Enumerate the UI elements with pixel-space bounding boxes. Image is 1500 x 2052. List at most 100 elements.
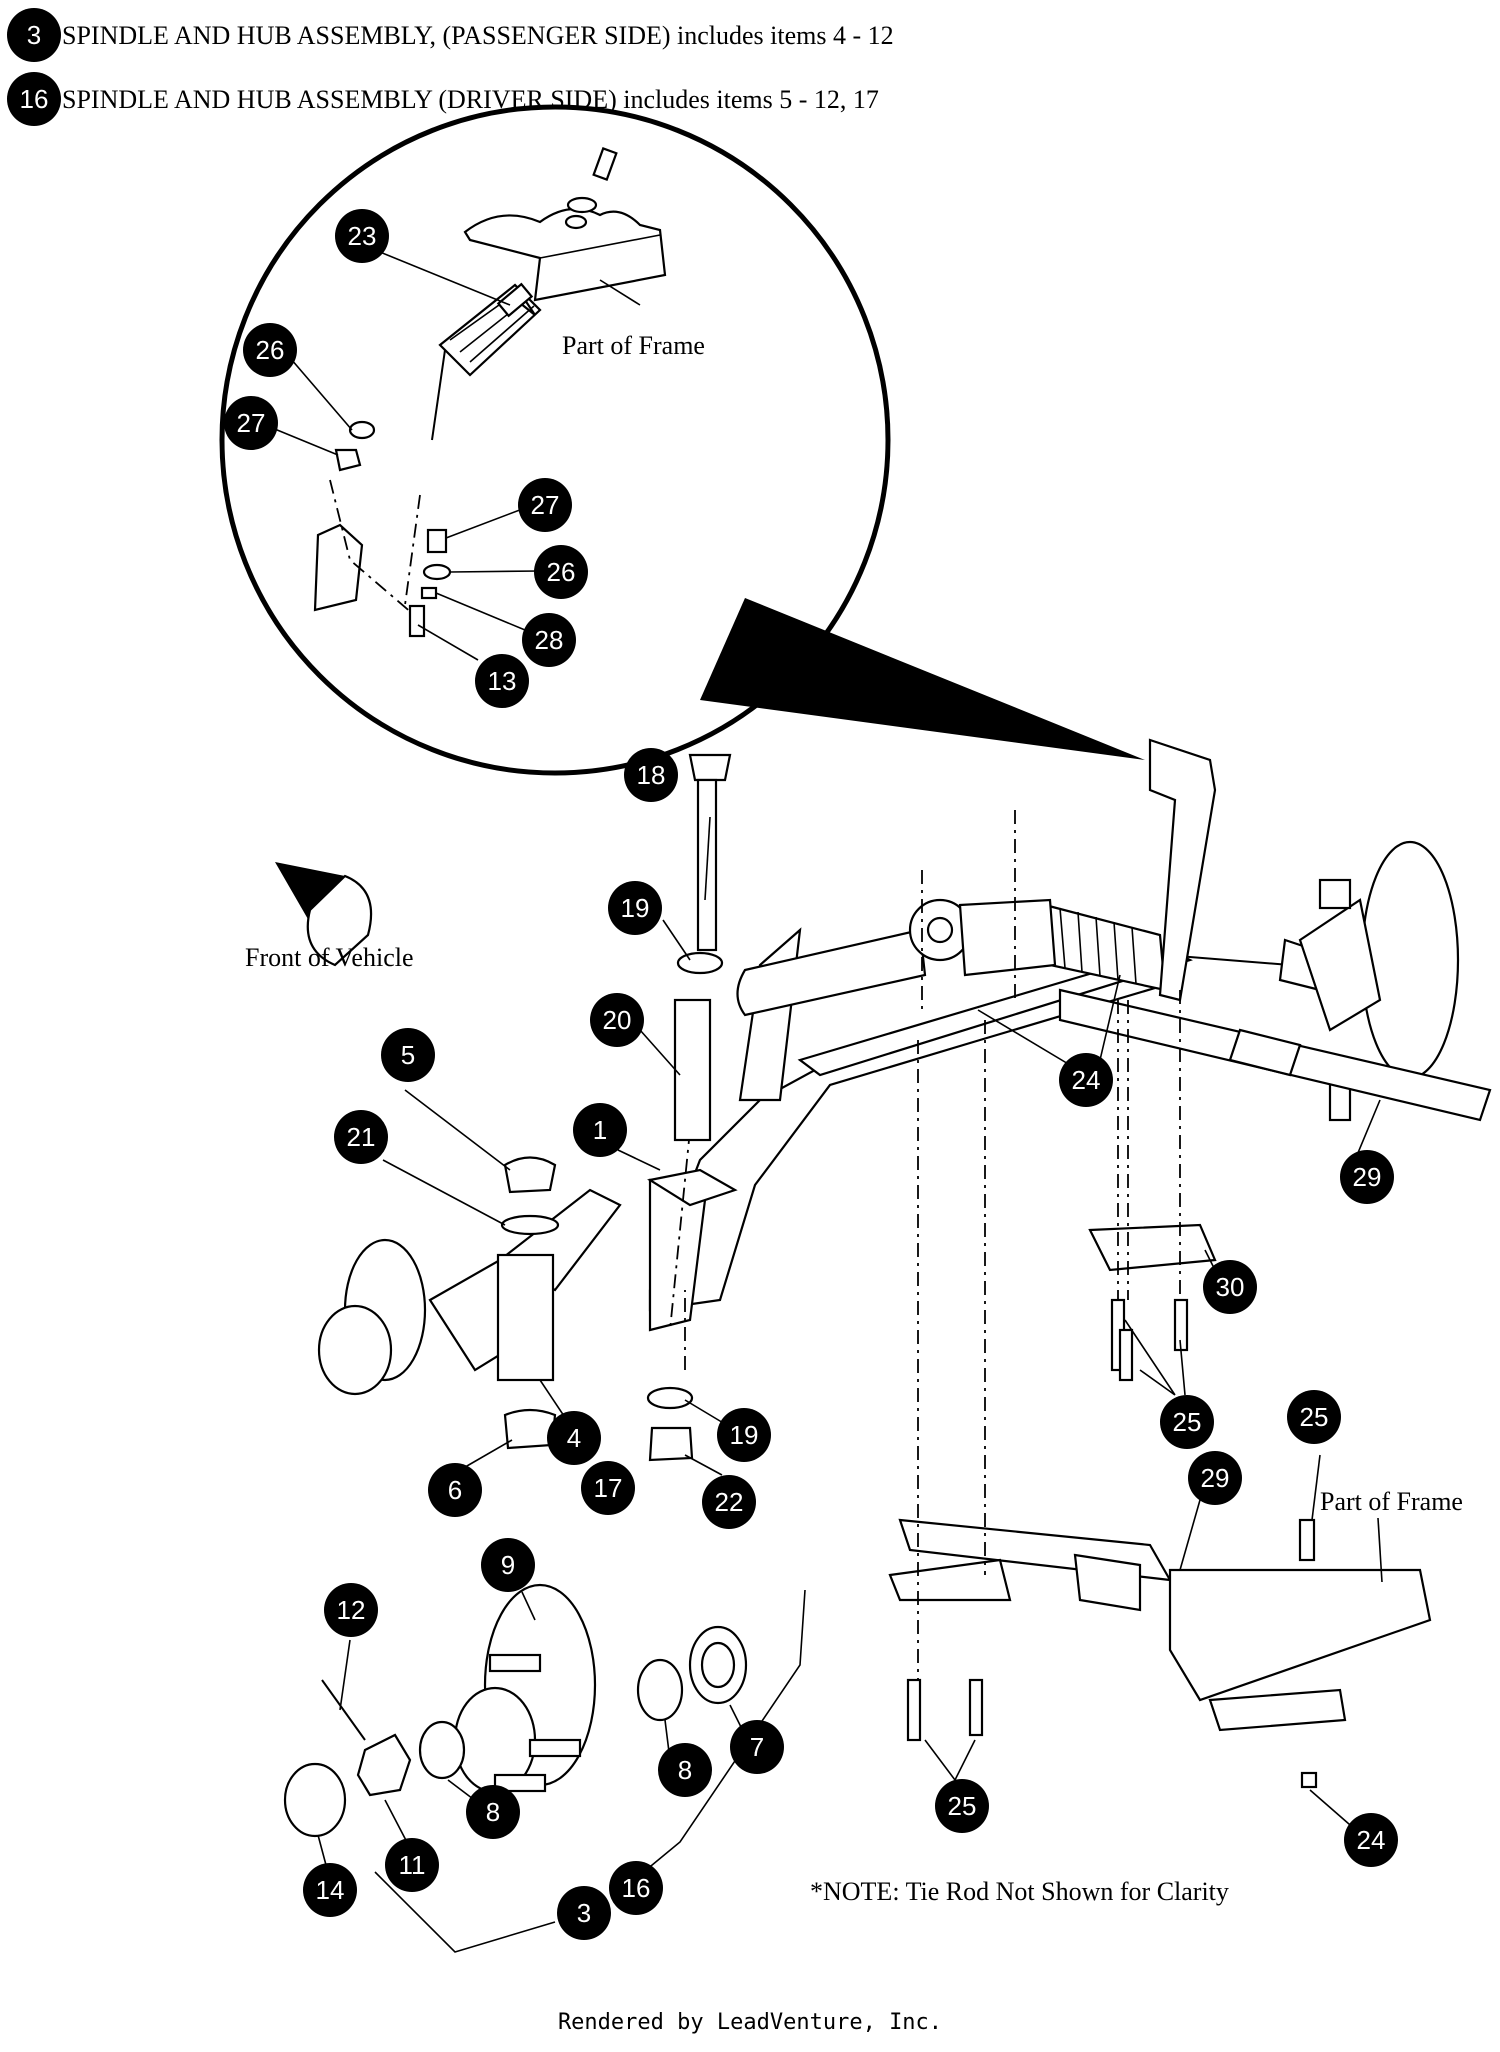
inset-washer-26-left bbox=[348, 420, 376, 440]
callout-18: 18 bbox=[624, 748, 678, 802]
callout-25: 25 bbox=[1160, 1395, 1214, 1449]
callout-circle bbox=[547, 1411, 601, 1465]
callout-circle bbox=[935, 1779, 989, 1833]
leader-25-top bbox=[1311, 1454, 1321, 1521]
callout-number: 25 bbox=[1173, 1407, 1202, 1437]
callout-number: 1 bbox=[593, 1115, 607, 1145]
label-part-of-frame-inset: Part of Frame bbox=[562, 331, 705, 360]
inset-nut-top bbox=[564, 214, 588, 230]
label-note: *NOTE: Tie Rod Not Shown for Clarity bbox=[810, 1877, 1229, 1906]
header-line-1-text: SPINDLE AND HUB ASSEMBLY, (PASSENGER SID… bbox=[62, 21, 894, 50]
leader-13 bbox=[417, 624, 479, 661]
leader-frame-inset bbox=[599, 279, 641, 306]
callout-12: 12 bbox=[324, 1583, 378, 1637]
callout-circle bbox=[557, 1886, 611, 1940]
leaf-spring-lower-clamp bbox=[1073, 1553, 1142, 1612]
hub-stud-1 bbox=[488, 1653, 542, 1673]
callout-5: 5 bbox=[381, 1028, 435, 1082]
axle-beam bbox=[647, 927, 1193, 1332]
callout-circle bbox=[1160, 1395, 1214, 1449]
cotter-pin-12 bbox=[321, 1679, 366, 1741]
leader-26-right bbox=[449, 570, 541, 573]
left-spindle-knuckle bbox=[496, 1253, 555, 1382]
callout-8: 8 bbox=[658, 1743, 712, 1797]
axle-top-plate bbox=[797, 948, 1193, 1077]
callout-26: 26 bbox=[243, 323, 297, 377]
callout-23: 23 bbox=[335, 209, 389, 263]
hub-stud-2 bbox=[528, 1738, 582, 1758]
leader-12 bbox=[339, 1639, 351, 1711]
inset-nut-27-left bbox=[334, 448, 362, 472]
leader-9 bbox=[521, 1591, 536, 1621]
inset-shaft-line bbox=[431, 349, 446, 441]
bearing-8-right bbox=[636, 1658, 684, 1722]
nut-24-lower bbox=[1300, 1771, 1318, 1789]
leader-6 bbox=[459, 1439, 513, 1471]
callout-circle bbox=[581, 1461, 635, 1515]
callout-4: 4 bbox=[547, 1411, 601, 1465]
leaf-spring-upper bbox=[1058, 988, 1492, 1122]
right-hub-disc bbox=[1360, 840, 1460, 1080]
bolt-18-head bbox=[688, 753, 732, 782]
callout-30: 30 bbox=[1203, 1260, 1257, 1314]
label-part-of-frame-lower: Part of Frame bbox=[1320, 1487, 1463, 1516]
lower-plate-right bbox=[1208, 1688, 1347, 1732]
leader-29-lower bbox=[1179, 1499, 1201, 1571]
callout-circle bbox=[481, 1538, 535, 1592]
callout-1: 1 bbox=[573, 1103, 627, 1157]
callout-circle bbox=[224, 396, 278, 450]
kingpin-assembly bbox=[646, 753, 732, 1462]
nut-11 bbox=[356, 1733, 412, 1797]
callout-number: 25 bbox=[948, 1791, 977, 1821]
callout-24: 24 bbox=[1344, 1813, 1398, 1867]
callout-21: 21 bbox=[334, 1110, 388, 1164]
steering-rack bbox=[736, 738, 1332, 1017]
leader-5 bbox=[404, 1089, 511, 1171]
callout-number: 5 bbox=[401, 1040, 415, 1070]
callout-24: 24 bbox=[1059, 1053, 1113, 1107]
leader-1 bbox=[617, 1149, 661, 1171]
washer-21 bbox=[500, 1214, 560, 1236]
callout-circle bbox=[658, 1743, 712, 1797]
callout-circle bbox=[385, 1838, 439, 1892]
callout-circle bbox=[1188, 1451, 1242, 1505]
callout-number: 25 bbox=[1300, 1402, 1329, 1432]
callout-circle bbox=[534, 545, 588, 599]
leader-24-main bbox=[977, 1009, 1076, 1069]
callout-25: 25 bbox=[935, 1779, 989, 1833]
callout-circle bbox=[334, 1110, 388, 1164]
callout-number: 6 bbox=[448, 1475, 462, 1505]
callout-number: 4 bbox=[567, 1423, 581, 1453]
bushing-5 bbox=[503, 1156, 557, 1194]
left-spindle bbox=[317, 1156, 622, 1450]
rack-housing-hole bbox=[926, 916, 954, 944]
callout-number: 22 bbox=[715, 1487, 744, 1517]
right-spindle bbox=[1298, 898, 1382, 1032]
callout-circle bbox=[1340, 1150, 1394, 1204]
leader-28 bbox=[435, 592, 526, 631]
header-line-2-text: SPINDLE AND HUB ASSEMBLY (DRIVER SIDE) i… bbox=[62, 85, 879, 114]
inset-pointer-wedge bbox=[700, 598, 1145, 760]
callout-number: 7 bbox=[750, 1732, 764, 1762]
front-arrow-shaft bbox=[306, 874, 373, 967]
callout-number: 27 bbox=[237, 408, 266, 438]
callout-number: 8 bbox=[486, 1797, 500, 1827]
callout-26: 26 bbox=[534, 545, 588, 599]
callout-circle bbox=[324, 1583, 378, 1637]
leader-29-upper bbox=[1354, 1099, 1381, 1161]
callout-circle bbox=[624, 748, 678, 802]
spring-plate-30 bbox=[1088, 1223, 1217, 1272]
callout-14: 14 bbox=[303, 1863, 357, 1917]
callout-circle bbox=[608, 881, 662, 935]
callout-circle bbox=[335, 209, 389, 263]
label-front-of-vehicle: Front of Vehicle bbox=[245, 943, 414, 972]
callout-number: 19 bbox=[621, 893, 650, 923]
bolt-25-lower-b bbox=[968, 1678, 984, 1737]
leader-21 bbox=[382, 1159, 506, 1226]
callout-13: 13 bbox=[475, 654, 529, 708]
left-hub-bearing bbox=[317, 1304, 393, 1396]
callout-circle bbox=[381, 1028, 435, 1082]
leader-20 bbox=[639, 1029, 681, 1076]
callout-number: 26 bbox=[547, 557, 576, 587]
